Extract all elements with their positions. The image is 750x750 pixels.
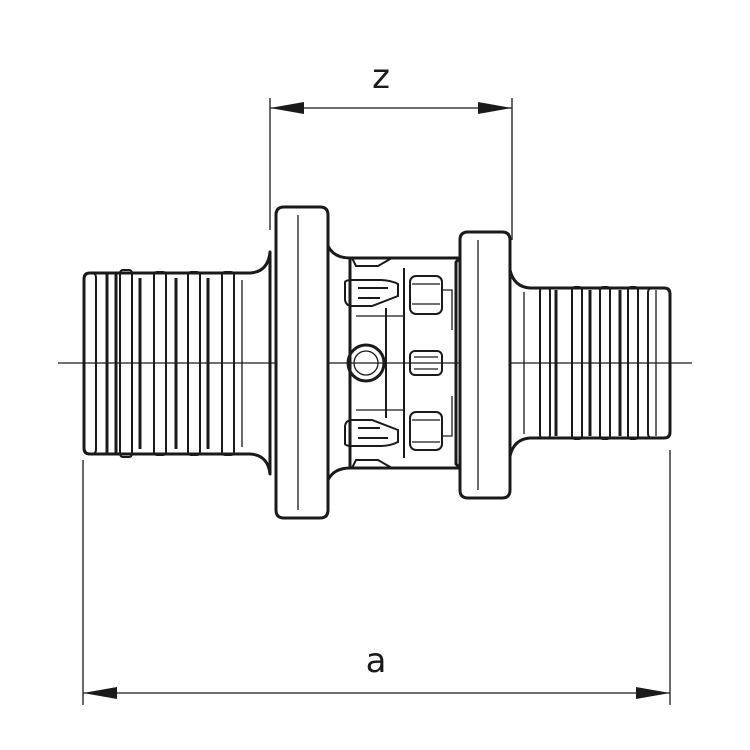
center-body bbox=[344, 256, 462, 470]
z-dimension: z bbox=[269, 57, 513, 240]
right-tail bbox=[508, 269, 672, 457]
z-label: z bbox=[372, 57, 390, 97]
left-tail bbox=[82, 250, 272, 476]
left-flange bbox=[274, 205, 352, 520]
right-flange bbox=[454, 230, 512, 500]
a-dimension: a bbox=[82, 450, 671, 705]
a-label: a bbox=[366, 641, 387, 681]
